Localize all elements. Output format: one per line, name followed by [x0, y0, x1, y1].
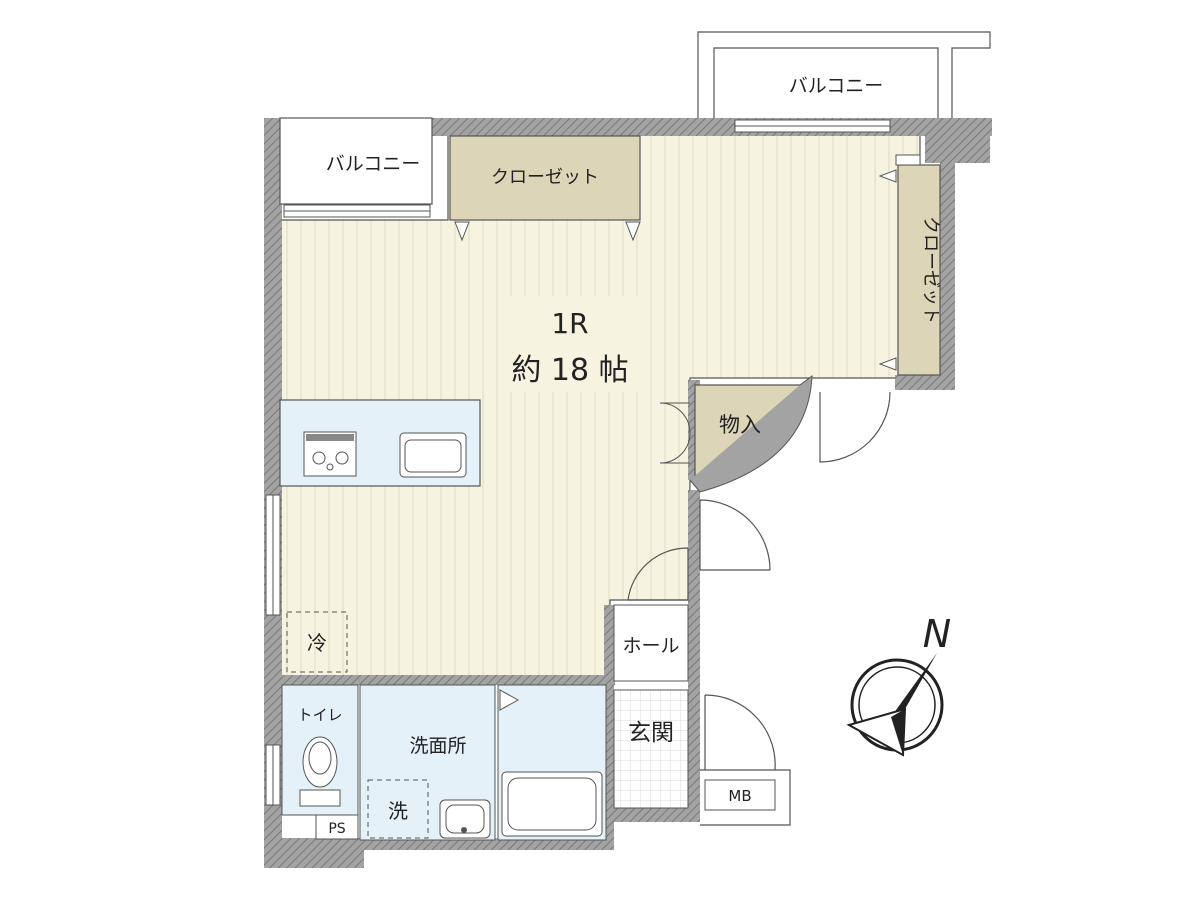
balcony-top-right: バルコニー [697, 31, 991, 118]
bathtub-icon [501, 771, 603, 837]
washbasin-icon [439, 799, 491, 839]
entrance-label: 玄関 [628, 720, 674, 746]
closet-right-label: クローゼット [920, 216, 941, 324]
meter-box-label: MB [728, 787, 751, 805]
closet-right: クローゼット [878, 154, 941, 376]
kitchen-counter [279, 399, 481, 487]
hall: ホール [613, 604, 689, 682]
washroom: 洗面所 洗 [359, 684, 496, 841]
compass-label: N [923, 612, 951, 656]
top-windows [283, 119, 891, 218]
storage: 物入 [659, 374, 813, 493]
balcony-top-right-label: バルコニー [789, 75, 884, 97]
washroom-label: 洗面所 [409, 735, 466, 757]
washer-label: 洗 [388, 799, 408, 823]
room-type-label: 1R [551, 307, 588, 340]
pipe-space-label: PS [328, 821, 345, 837]
sink-icon [399, 432, 467, 478]
toilet-room: トイレ PS [281, 684, 359, 840]
hall-label: ホール [622, 635, 679, 657]
fridge-label: 冷 [307, 631, 327, 655]
storage-label: 物入 [719, 413, 761, 437]
fridge-space: 冷 [286, 611, 348, 673]
north-compass-icon: N [846, 612, 951, 757]
entrance: 玄関 [613, 689, 689, 809]
meter-box: MB [700, 769, 791, 826]
closet-top-label: クローゼット [491, 167, 599, 188]
room-label: 1R 約 18 帖 [500, 296, 640, 392]
room-size-label: 約 18 帖 [511, 353, 628, 388]
balcony-top-left: バルコニー [279, 117, 433, 205]
stove-icon [303, 431, 357, 477]
toilet-label: トイレ [297, 706, 342, 724]
closet-top: クローゼット [449, 135, 641, 242]
left-windows [265, 494, 281, 806]
toilet-icon [299, 736, 341, 807]
balcony-top-left-label: バルコニー [326, 153, 421, 175]
bathroom [497, 684, 607, 841]
